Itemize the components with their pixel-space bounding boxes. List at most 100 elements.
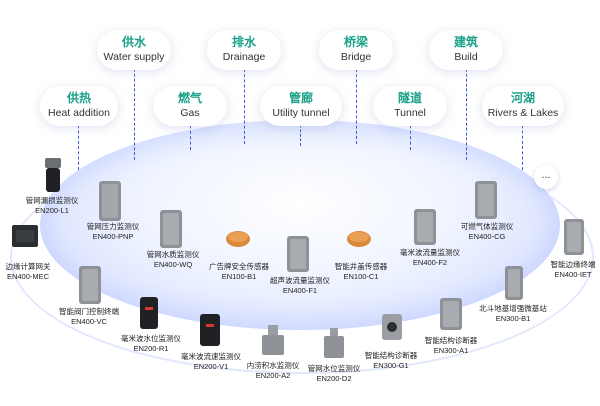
leak-monitor-icon <box>45 158 61 192</box>
device-label: 管网压力监测仪 EN400-PNP <box>78 222 148 242</box>
bubble-tunnel[interactable]: 隧道 Tunnel <box>373 86 447 126</box>
beidou-base-station-icon <box>505 266 523 300</box>
device-model: EN200-R1 <box>133 344 169 353</box>
device-model: EN400-MEC <box>6 272 50 281</box>
device-label: 北斗地基增强微基站 EN300-B1 <box>474 304 552 324</box>
device-model: EN400-F2 <box>412 258 448 267</box>
mmwave-water-level-monitor-icon <box>140 297 158 329</box>
connector-bridge <box>356 64 357 144</box>
bubble-cn: 供水 <box>121 35 146 49</box>
device-label: 智能边缘终端 EN400-IET <box>548 260 598 280</box>
device-label: 智能阀门控制终端 EN400-VC <box>54 307 124 327</box>
device-model: EN200-D2 <box>316 374 352 383</box>
device-name: 毫米波流速监测仪 <box>181 352 241 361</box>
device-model: EN400-PNP <box>92 232 134 241</box>
connector-drainage <box>244 64 245 144</box>
device-label: 超声波流量监测仪 EN400-F1 <box>262 276 338 296</box>
bubble-cn: 管廊 <box>288 91 313 105</box>
device-model: EN400-VC <box>71 317 107 326</box>
bubble-en: Rivers & Lakes <box>487 107 559 119</box>
bubble-en: Tunnel <box>394 107 426 119</box>
device-model: EN300-G1 <box>373 361 409 370</box>
device-name: 北斗地基增强微基站 <box>479 304 547 313</box>
device-model: EN300-A1 <box>433 346 469 355</box>
connector-gas <box>190 120 191 150</box>
connector-rivers <box>522 120 523 170</box>
bubble-en: Water supply <box>103 51 165 63</box>
device-name: 智能阀门控制终端 <box>59 307 119 316</box>
bubble-cn: 河湖 <box>510 91 535 105</box>
bubble-build[interactable]: 建筑 Build <box>429 30 503 70</box>
bubble-cn: 建筑 <box>453 35 478 49</box>
more-dots[interactable]: ... <box>534 165 558 189</box>
connector-tunnel <box>410 120 411 150</box>
device-label: 边缘计算网关 EN400-MEC <box>2 262 54 282</box>
bubble-utility-tunnel[interactable]: 管廊 Utility tunnel <box>260 86 342 126</box>
device-label: 可燃气体监测仪 EN400-CG <box>454 222 520 242</box>
device-model: EN200-V1 <box>193 362 229 371</box>
pressure-monitor-icon <box>99 181 121 221</box>
structural-diagnosis-sensor-icon <box>382 314 402 340</box>
manhole-cover-sensor-icon <box>347 231 371 247</box>
device-model: EN100-B1 <box>221 272 257 281</box>
connector-heat <box>78 120 79 170</box>
device-model: EN200-A2 <box>255 371 291 380</box>
device-label: 管网漏损监测仪 EN200-L1 <box>16 196 88 216</box>
bubble-water-supply[interactable]: 供水 Water supply <box>97 30 171 70</box>
device-model: EN300-B1 <box>495 314 531 323</box>
structural-diagnosis-device-icon <box>440 298 462 330</box>
bubble-cn: 燃气 <box>177 91 202 105</box>
bubble-en: Utility tunnel <box>272 107 330 119</box>
billboard-sensor-icon <box>226 231 250 247</box>
device-model: EN400-F1 <box>282 286 318 295</box>
combustible-gas-monitor-icon <box>475 181 497 219</box>
edge-terminal-icon <box>564 219 584 255</box>
bubble-en: Drainage <box>222 51 266 63</box>
device-name: 智能边缘终端 <box>550 260 596 269</box>
device-name: 超声波流量监测仪 <box>270 276 330 285</box>
edge-gateway-icon <box>12 225 38 247</box>
ultrasonic-flow-monitor-icon <box>287 236 309 272</box>
bubble-rivers-lakes[interactable]: 河湖 Rivers & Lakes <box>482 86 564 126</box>
bubble-cn: 供热 <box>66 91 91 105</box>
device-label: 智能井盖传感器 EN100-C1 <box>328 262 394 282</box>
connector-water-supply <box>134 64 135 160</box>
device-name: 边缘计算网关 <box>5 262 51 271</box>
device-name: 管网水位监测仪 <box>307 364 361 373</box>
device-label: 管网水位监测仪 EN200-D2 <box>300 364 368 384</box>
device-name: 广告牌安全传感器 <box>209 262 269 271</box>
device-label: 毫米波流速监测仪 EN200-V1 <box>176 352 246 372</box>
valve-control-terminal-icon <box>79 266 101 304</box>
device-name: 管网水质监测仪 <box>146 250 200 259</box>
device-label: 广告牌安全传感器 EN100-B1 <box>200 262 278 282</box>
bubble-heat-addition[interactable]: 供热 Heat addition <box>40 86 118 126</box>
connector-build <box>466 64 467 160</box>
mmwave-flow-monitor-icon <box>414 209 436 245</box>
device-name: 智能结构诊断器 <box>364 351 418 360</box>
bubble-en: Bridge <box>340 51 372 63</box>
device-name: 内涝积水监测仪 <box>246 361 300 370</box>
bubble-bridge[interactable]: 桥梁 Bridge <box>319 30 393 70</box>
bubble-cn: 排水 <box>231 35 256 49</box>
device-label: 毫米波流量监测仪 EN400-F2 <box>394 248 466 268</box>
bubble-drainage[interactable]: 排水 Drainage <box>207 30 281 70</box>
waterlogging-monitor-icon <box>262 325 284 355</box>
device-model: EN400-WQ <box>153 260 193 269</box>
device-model: EN100-C1 <box>343 272 379 281</box>
device-model: EN400-CG <box>468 232 506 241</box>
device-model: EN400-IET <box>554 270 592 279</box>
device-name: 可燃气体监测仪 <box>460 222 514 231</box>
pipe-water-level-monitor-icon <box>324 328 344 358</box>
bubble-gas[interactable]: 燃气 Gas <box>153 86 227 126</box>
bubble-cn: 桥梁 <box>343 35 368 49</box>
bubble-cn: 隧道 <box>397 91 422 105</box>
device-name: 毫米波水位监测仪 <box>121 334 181 343</box>
device-name: 毫米波流量监测仪 <box>400 248 460 257</box>
water-quality-monitor-icon <box>160 210 182 248</box>
device-label: 智能结构诊断器 EN300-A1 <box>418 336 484 356</box>
platform-glow <box>40 120 560 330</box>
device-label: 智能结构诊断器 EN300-G1 <box>358 351 424 371</box>
device-name: 智能井盖传感器 <box>334 262 388 271</box>
device-label: 管网水质监测仪 EN400-WQ <box>138 250 208 270</box>
